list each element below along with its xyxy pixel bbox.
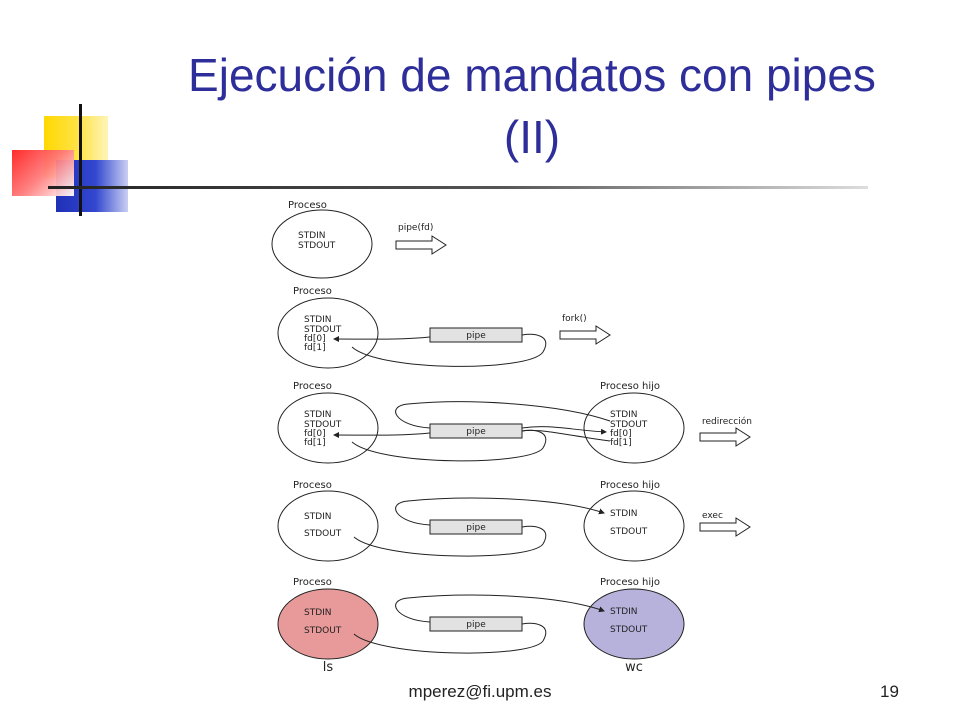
wc-process-circle (583, 588, 685, 660)
step-arrow-icon (699, 517, 751, 537)
stdin-label: STDIN (304, 315, 332, 325)
pipe-to-stdin-line (395, 594, 605, 623)
stdin-label: STDIN (610, 607, 638, 617)
stdout-label: STDOUT (304, 420, 342, 430)
proceso-hijo-label: Proceso hijo (600, 381, 660, 392)
pipe-top-loop (395, 401, 611, 429)
step-exec-label: exec (702, 511, 723, 521)
child-process-circle (583, 392, 685, 464)
stdout-label: STDOUT (610, 625, 648, 635)
ls-label: ls (323, 660, 334, 675)
ls-process-circle (277, 588, 379, 660)
pipe-read-line (333, 432, 431, 439)
step-arrow-icon (395, 235, 447, 255)
process-circle (277, 297, 379, 369)
proceso-hijo-label: Proceso hijo (600, 577, 660, 588)
pipe-write-line (351, 333, 547, 367)
stdout-label: STDOUT (304, 325, 342, 335)
stdin-label: STDIN (298, 231, 326, 241)
pipe-label: pipe (466, 331, 486, 341)
stage-5: Proceso STDIN STDOUT ls Proceso hijo STD… (277, 577, 685, 675)
fd0-label: fd[0] (304, 429, 326, 439)
step-arrow-icon (699, 427, 751, 447)
stdout-to-pipe-line (353, 622, 547, 654)
child-process-circle (583, 490, 685, 562)
stdin-label: STDIN (610, 410, 638, 420)
proceso-label: Proceso (288, 200, 327, 211)
pipe-read-line (333, 336, 431, 343)
stdout-label: STDOUT (304, 529, 342, 539)
pipe-write-line (351, 429, 547, 462)
stdin-label: STDIN (304, 608, 332, 618)
fd0-label: fd[0] (610, 429, 632, 439)
stage-2: Proceso STDIN STDOUT fd[0] fd[1] pipe fo… (277, 286, 611, 369)
pipe-to-stdin-line (395, 497, 605, 526)
proceso-label: Proceso (293, 577, 332, 588)
stage-1: Proceso STDIN STDOUT pipe(fd) (271, 200, 447, 279)
child-write-line (521, 429, 611, 442)
fd1-label: fd[1] (304, 438, 326, 448)
proceso-label: Proceso (293, 381, 332, 392)
step-redirection-label: redirección (702, 416, 752, 427)
step-fork-label: fork() (562, 314, 587, 324)
stdout-label: STDOUT (304, 626, 342, 636)
child-read-line (521, 426, 607, 435)
step-arrow-icon (559, 325, 611, 345)
slide-title: Ejecución de mandatos con pipes (II) (188, 49, 876, 163)
stdin-label: STDIN (304, 410, 332, 420)
title-underline (48, 186, 868, 189)
decor-vertical-line (79, 104, 82, 216)
stdout-to-pipe-line (353, 525, 547, 557)
pipe-label: pipe (466, 620, 486, 630)
proceso-hijo-label: Proceso hijo (600, 480, 660, 491)
stdin-label: STDIN (610, 509, 638, 519)
fd1-label: fd[1] (304, 343, 326, 353)
step-pipe-fd-label: pipe(fd) (398, 223, 433, 233)
stdout-label: STDOUT (610, 420, 648, 430)
stdin-label: STDIN (304, 512, 332, 522)
wc-label: wc (625, 660, 643, 675)
fd1-label: fd[1] (610, 438, 632, 448)
pipe-label: pipe (466, 427, 486, 437)
process-circle (271, 209, 373, 279)
pipe-label: pipe (466, 523, 486, 533)
footer-email: mperez@fi.upm.es (408, 682, 552, 701)
stage-3: Proceso STDIN STDOUT fd[0] fd[1] Proceso… (277, 381, 752, 464)
stdout-label: STDOUT (610, 527, 648, 537)
process-circle (277, 392, 379, 464)
proceso-label: Proceso (293, 480, 332, 491)
proceso-label: Proceso (293, 286, 332, 297)
page-number: 19 (880, 682, 899, 701)
process-circle (277, 490, 379, 562)
fd0-label: fd[0] (304, 334, 326, 344)
stage-4: Proceso STDIN STDOUT Proceso hijo STDIN … (277, 480, 751, 562)
stdout-label: STDOUT (298, 241, 336, 251)
